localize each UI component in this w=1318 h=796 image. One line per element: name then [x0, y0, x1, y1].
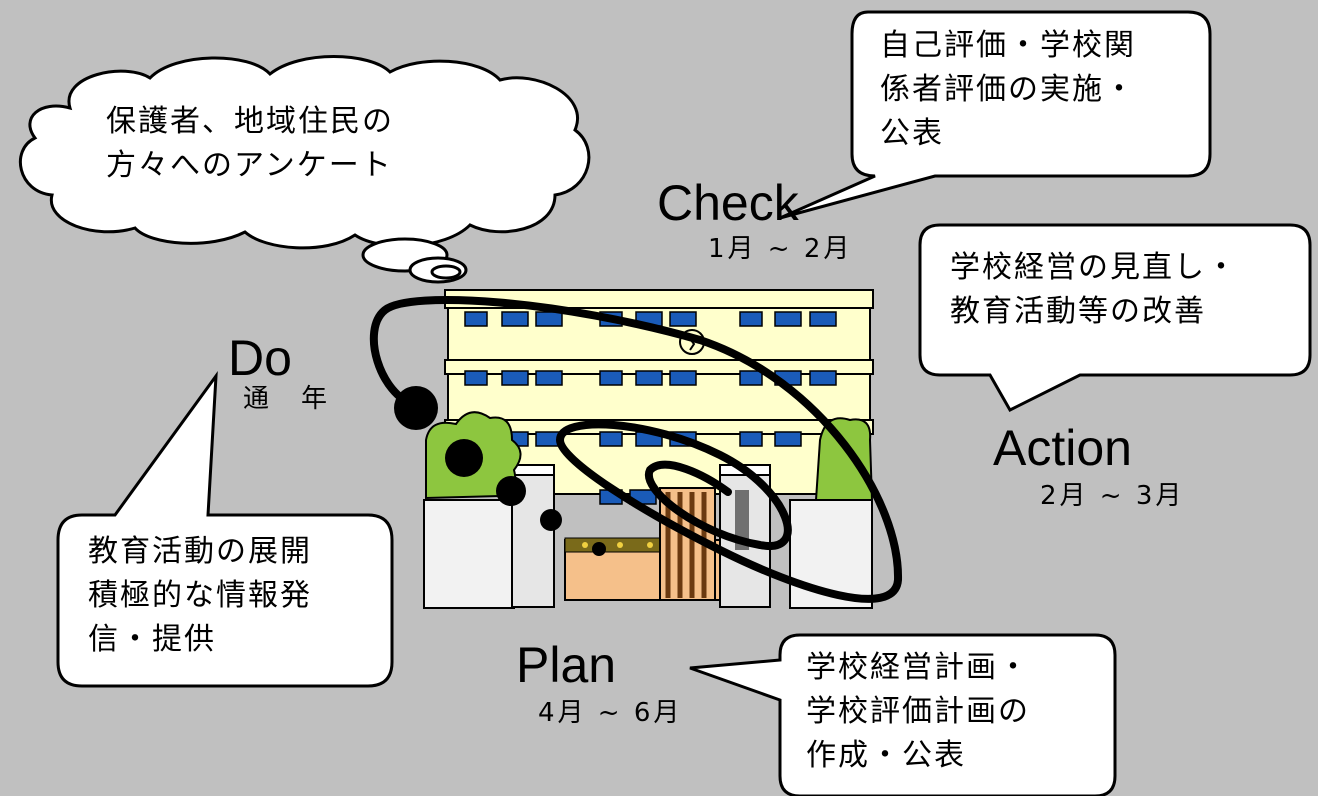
review-line-1: 学校経営の見直し・: [950, 250, 1238, 285]
check-label: Check: [657, 175, 799, 231]
planning-text: 学校経営計画・ 学校評価計画の 作成・公表: [806, 646, 1030, 778]
evaluation-line-1: 自己評価・学校関: [880, 28, 1136, 63]
thought-dots: [394, 386, 606, 556]
education-text: 教育活動の展開 積極的な情報発 信・提供: [88, 530, 312, 662]
education-line-1: 教育活動の展開: [88, 534, 312, 569]
action-label: Action: [993, 420, 1132, 476]
review-line-2: 教育活動等の改善: [950, 294, 1206, 329]
evaluation-text: 自己評価・学校関 係者評価の実施・ 公表: [880, 24, 1136, 156]
survey-line-1: 保護者、地域住民の: [106, 104, 394, 139]
evaluation-line-3: 公表: [880, 116, 944, 151]
tree-right: [814, 417, 874, 501]
school-building: [423, 289, 874, 609]
planning-line-2: 学校評価計画の: [806, 694, 1030, 729]
plan-period: 4月 ~ 6月: [538, 698, 683, 728]
check-period: 1月 ~ 2月: [708, 234, 853, 264]
education-callout: [56, 370, 394, 688]
evaluation-line-2: 係者評価の実施・: [880, 72, 1136, 107]
survey-text: 保護者、地域住民の 方々へのアンケート: [106, 100, 394, 188]
action-period: 2月 ~ 3月: [1040, 481, 1185, 511]
education-line-3: 信・提供: [88, 622, 216, 657]
survey-cloud: [18, 55, 591, 284]
plan-label: Plan: [516, 637, 617, 693]
education-line-2: 積極的な情報発: [88, 578, 312, 613]
do-label: Do: [228, 330, 292, 386]
review-callout: [918, 223, 1312, 412]
planning-line-1: 学校経営計画・: [806, 650, 1030, 685]
review-text: 学校経営の見直し・ 教育活動等の改善: [950, 246, 1238, 334]
do-period: 通 年: [243, 384, 331, 414]
survey-line-2: 方々へのアンケート: [106, 148, 393, 183]
cycle-spiral: [369, 296, 903, 603]
evaluation-callout: [779, 10, 1212, 220]
planning-line-3: 作成・公表: [806, 738, 966, 773]
